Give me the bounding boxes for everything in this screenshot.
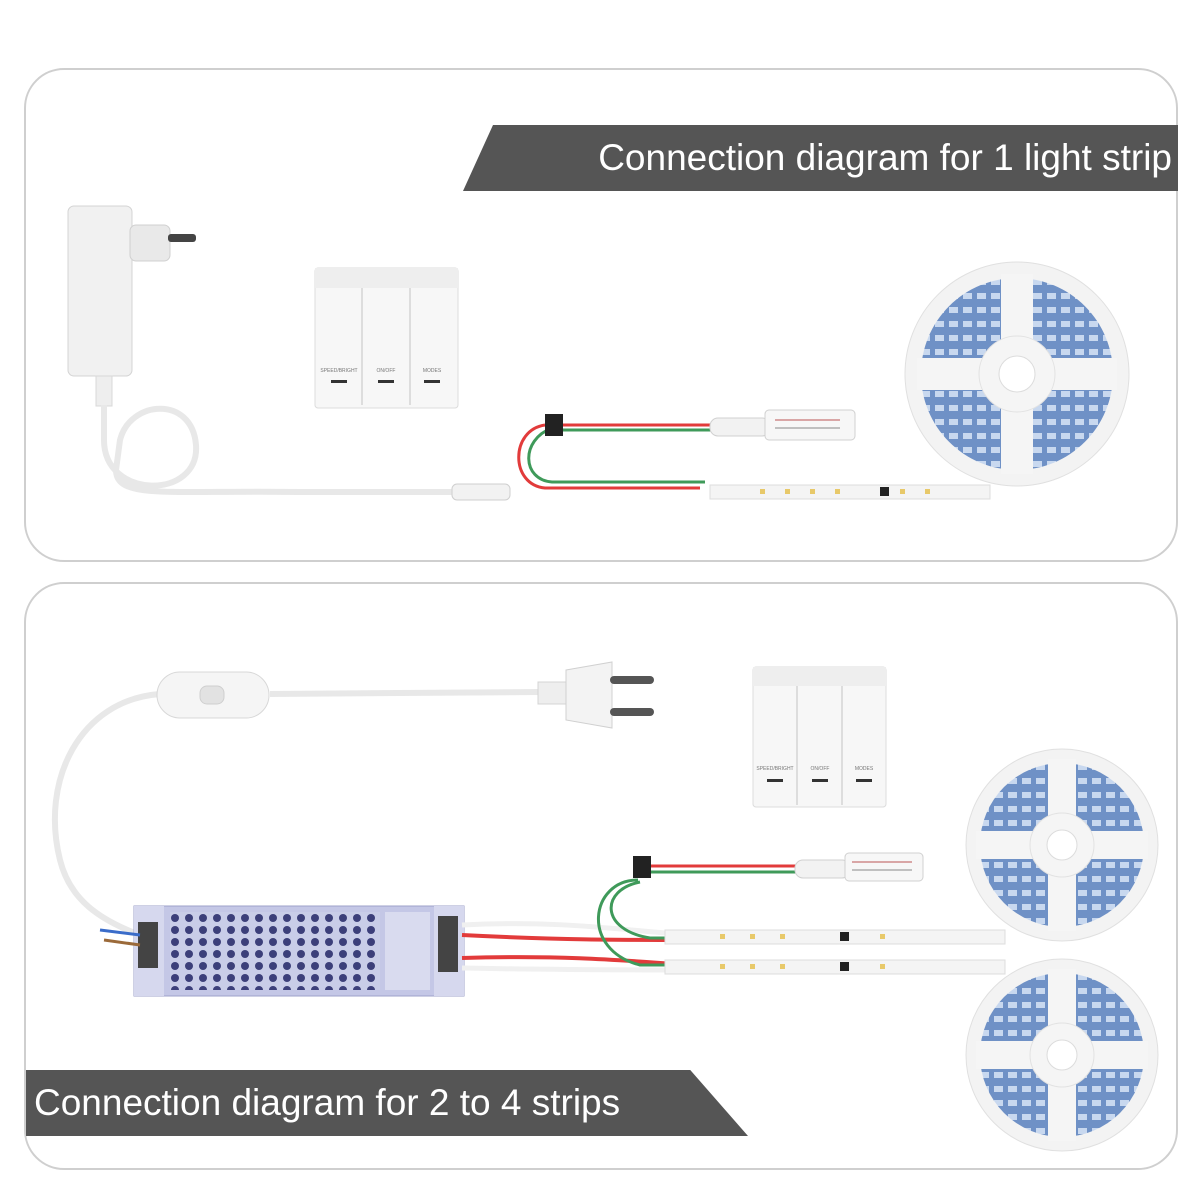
remote-btn-label: MODES [855,766,874,772]
remote-btn-label: ON/OFF [377,368,396,374]
power-supply-icon [133,905,465,997]
led-reel-icon [904,261,1130,487]
dc-connector-icon [451,483,511,501]
led-reel-icon [965,748,1159,942]
plug-icon [537,661,654,729]
panel-title-single: Connection diagram for 1 light strip [463,125,1178,191]
remote-control-icon: SPEED/BRIGHT ON/OFF MODES [314,267,459,409]
power-cable [101,405,455,496]
panel-title-multi: Connection diagram for 2 to 4 strips [26,1070,748,1136]
controller-icon [764,409,856,441]
remote-btn-label: ON/OFF [811,766,830,772]
led-strip-icon [709,484,991,500]
remote-control-icon: SPEED/BRIGHT ON/OFF MODES [752,666,887,808]
controller-icon [844,852,924,882]
led-reel-icon [965,958,1159,1152]
jst-connector-icon [633,856,651,878]
remote-btn-label: SPEED/BRIGHT [756,766,793,772]
power-adapter-icon [67,205,196,407]
jst-connector-icon [545,414,563,436]
inline-switch-icon [156,671,270,719]
remote-btn-label: MODES [423,368,442,374]
led-strip-icon [664,929,1006,975]
remote-btn-label: SPEED/BRIGHT [320,368,357,374]
